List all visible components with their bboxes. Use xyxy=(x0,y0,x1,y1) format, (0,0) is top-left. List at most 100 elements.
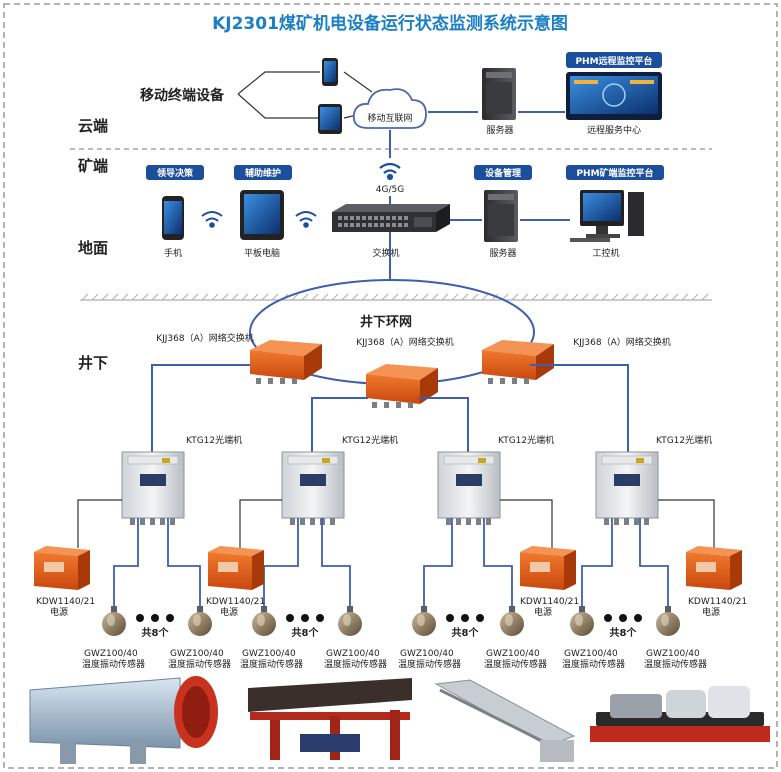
sensor-type-label: 温度振动传感器 xyxy=(644,658,707,670)
power-link xyxy=(77,499,122,548)
sensor-link xyxy=(167,518,201,606)
vibration-sensor xyxy=(656,606,680,636)
vibration-sensor xyxy=(570,606,594,636)
optic-box-3 xyxy=(437,451,501,525)
vibration-sensor xyxy=(102,606,126,636)
page-title: KJ2301煤矿机电设备运行状态监测系统示意图 xyxy=(212,13,568,34)
underground-switch-mid xyxy=(366,364,438,408)
optic-box-2 xyxy=(281,451,345,525)
pump-equipment-image xyxy=(590,686,770,742)
remote-center-screen-icon xyxy=(566,72,662,120)
surface-server-label: 服务器 xyxy=(489,247,516,259)
sensor-type-label: 温度振动传感器 xyxy=(168,658,231,670)
sensor-model-label: GWZ100/40 xyxy=(564,649,618,659)
sensor-link xyxy=(321,518,351,606)
ellipsis-dot xyxy=(446,614,454,622)
ellipsis-dot xyxy=(604,614,612,622)
outer-border xyxy=(3,3,778,769)
vibration-sensor xyxy=(188,606,212,636)
mobile-link-lower xyxy=(237,93,320,119)
sensor-model-label: GWZ100/40 xyxy=(84,649,138,659)
surface-server-icon xyxy=(484,190,518,242)
vibration-sensor xyxy=(500,606,524,636)
underground-switch-left xyxy=(250,340,322,384)
scraper-equipment-image xyxy=(434,679,576,762)
phm-remote-badge xyxy=(566,52,662,68)
switch-left-label: KJJ368（A）网络交换机 xyxy=(156,332,254,344)
badge-leader xyxy=(146,165,204,180)
sensor-count-label: 共8个 xyxy=(142,626,170,639)
cloud-server-icon xyxy=(482,68,516,120)
optic-2-label: KTG12光端机 xyxy=(342,434,398,446)
power-supply-2 xyxy=(208,546,264,590)
sensor-model-label: GWZ100/40 xyxy=(400,649,454,659)
wifi-tablet-icon xyxy=(295,211,317,228)
surface-switch-icon xyxy=(332,204,450,232)
wifi-4g-icon xyxy=(379,162,401,181)
underground-switch-right xyxy=(482,340,554,384)
badge-maint-text: 辅助维护 xyxy=(245,167,281,179)
sensor-model-label: GWZ100/40 xyxy=(242,649,296,659)
sensor-link xyxy=(483,518,513,606)
cloud-server-label: 服务器 xyxy=(486,124,513,136)
phone-label: 手机 xyxy=(164,247,182,259)
switch-to-optic-links xyxy=(151,364,629,452)
cloud-tablet-icon xyxy=(318,104,342,134)
mobile-link-upper xyxy=(237,71,320,95)
badge-maint xyxy=(234,165,292,180)
sensor-type-label: 温度振动传感器 xyxy=(562,658,625,670)
ipc-label: 工控机 xyxy=(592,247,619,259)
vibration-sensor xyxy=(412,606,436,636)
zone-underground-label: 井下 xyxy=(78,354,108,372)
optic-3-label: KTG12光端机 xyxy=(498,434,554,446)
power-supply-3 xyxy=(520,546,576,590)
power-supply-4 xyxy=(686,546,742,590)
sensor-type-label: 温度振动传感器 xyxy=(240,658,303,670)
sensor-type-label: 温度振动传感器 xyxy=(398,658,461,670)
surface-phone-icon xyxy=(162,196,184,240)
power-supply-1 xyxy=(34,546,90,590)
vibration-sensor xyxy=(252,606,276,636)
badge-device xyxy=(474,165,532,180)
sensor-link xyxy=(423,518,453,606)
internet-label: 移动互联网 xyxy=(367,112,412,124)
sensor-model-label: GWZ100/40 xyxy=(486,649,540,659)
ellipsis-dot xyxy=(301,614,309,622)
switch-mid-label: KJJ368（A）网络交换机 xyxy=(356,336,454,348)
sensor-link xyxy=(581,518,613,606)
ipc-computer-icon xyxy=(570,190,644,242)
zone-ground-label: 地面 xyxy=(78,239,108,257)
vibration-sensor xyxy=(338,606,362,636)
phm-remote-badge-text: PHM远程监控平台 xyxy=(575,55,652,67)
remote-center-label: 远程服务中心 xyxy=(587,124,641,136)
cloud-phone-icon xyxy=(322,58,338,86)
sensor-type-label: 温度振动传感器 xyxy=(484,658,547,670)
internet-cloud-icon xyxy=(352,88,427,129)
ellipsis-dot xyxy=(136,614,144,622)
optic-1-label: KTG12光端机 xyxy=(186,434,242,446)
sensor-count-label: 共8个 xyxy=(452,626,480,639)
power-link xyxy=(239,499,282,548)
sensor-link xyxy=(113,518,139,606)
ellipsis-dot xyxy=(166,614,174,622)
ground-surface-line xyxy=(80,293,712,301)
optic-box-1 xyxy=(121,451,185,525)
sensor-count-label: 共8个 xyxy=(610,626,638,639)
power-link xyxy=(500,499,553,548)
mobile-terminal-label: 移动终端设备 xyxy=(140,87,225,104)
sensor-model-label: GWZ100/40 xyxy=(646,649,700,659)
sensor-model-label: GWZ100/40 xyxy=(170,649,224,659)
ellipsis-dot xyxy=(151,614,159,622)
badge-device-text: 设备管理 xyxy=(485,167,521,179)
zone-mine-label: 矿端 xyxy=(78,157,108,175)
ring-label: 井下环网 xyxy=(360,314,412,330)
badge-phm-mine-text: PHM矿端监控平台 xyxy=(576,167,653,179)
sensor-type-label: 温度振动传感器 xyxy=(82,658,145,670)
